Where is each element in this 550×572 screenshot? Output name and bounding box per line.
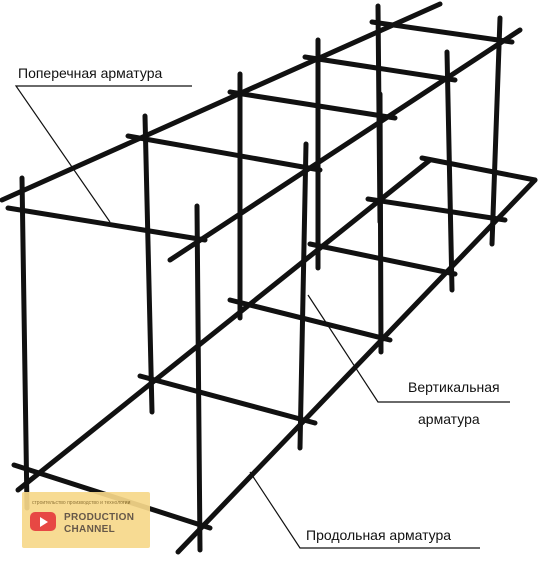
watermark-caption: строительство производство и технологии xyxy=(32,500,131,506)
leader-lines xyxy=(14,85,510,549)
vertical-bar-8 xyxy=(444,49,455,293)
transverse-bar-bottom-6 xyxy=(419,155,538,183)
youtube-play-icon xyxy=(30,512,56,531)
vertical-bar-3 xyxy=(142,113,155,415)
label-vertical-rebar-line2: арматура xyxy=(418,411,480,427)
vertical-bar-9 xyxy=(375,3,383,225)
label-vertical-rebar-line1: Вертикальная xyxy=(408,379,500,395)
transverse-bar-top-3 xyxy=(227,89,398,121)
transverse-bar-top-1 xyxy=(5,205,208,243)
transverse-bar-bottom-3 xyxy=(227,297,393,343)
longitudinal-bar-top-left xyxy=(0,1,443,203)
watermark-brand-line1: PRODUCTION xyxy=(64,512,135,523)
vertical-bar-4 xyxy=(297,141,309,451)
longitudinal-bar-top-right xyxy=(167,27,523,263)
transverse-bars-bottom xyxy=(11,155,538,531)
label-transverse-rebar: Поперечная арматура xyxy=(18,65,163,81)
transverse-bars-top xyxy=(5,19,515,243)
vertical-bar-2 xyxy=(194,203,203,553)
longitudinal-bar-bottom-right xyxy=(175,177,538,555)
transverse-bar-top-2 xyxy=(125,133,323,173)
watermark-brand-line2: CHANNEL xyxy=(64,524,115,535)
leader-line-transverse xyxy=(14,85,192,223)
leader-line-vertical xyxy=(307,294,510,403)
vertical-bar-10 xyxy=(489,15,503,247)
longitudinal-bar-bottom-left xyxy=(15,157,433,493)
leader-line-longitudinal xyxy=(249,471,480,549)
transverse-bar-bottom-5 xyxy=(365,196,508,223)
transverse-bar-top-5 xyxy=(369,19,515,45)
vertical-bar-1 xyxy=(19,175,30,511)
transverse-bar-bottom-2 xyxy=(137,373,318,426)
label-longitudinal-rebar: Продольная арматура xyxy=(306,527,452,543)
production-channel-watermark: строительство производство и технологии … xyxy=(22,492,150,548)
longitudinal-bars xyxy=(0,1,538,555)
vertical-bars xyxy=(19,3,503,553)
